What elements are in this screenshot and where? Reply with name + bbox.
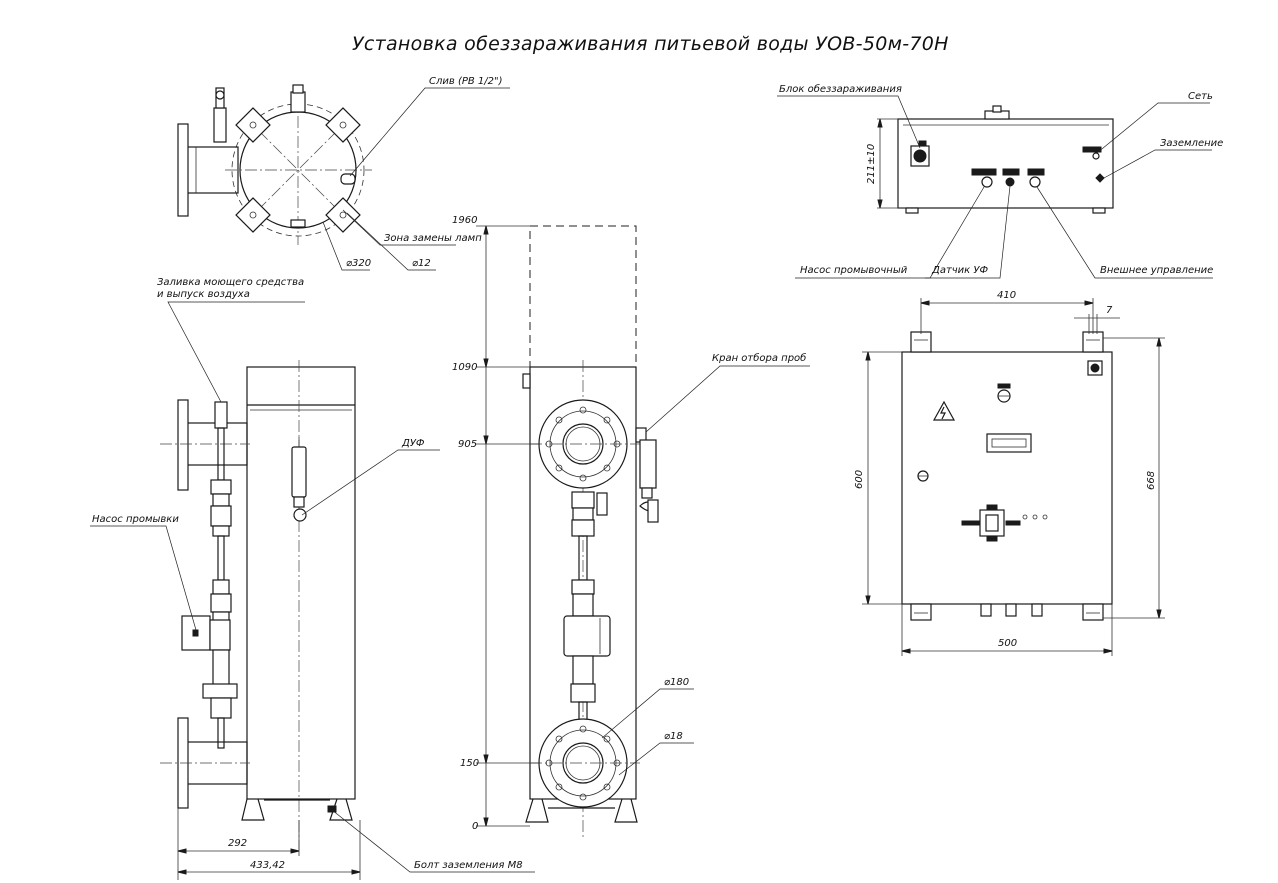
mains-label: Сеть [1188, 91, 1213, 102]
top-view [177, 84, 372, 245]
front-view-dimensions: 1960 1090 905 150 0 Кран отбора проб ⌀18… [452, 215, 810, 832]
grounding-label: Заземление [1160, 138, 1223, 149]
dim-box-height: 211±10 [866, 144, 877, 184]
uv-sensor-conn-label: Датчик УФ [931, 265, 988, 276]
side-view-callouts: Заливка моющего средства и выпуск воздух… [90, 277, 535, 880]
disinfection-block-label: Блок обеззараживания [779, 83, 902, 95]
dim-0: 0 [472, 821, 478, 832]
sampling-valve-label: Кран отбора проб [712, 352, 806, 364]
detergent-fill-label-2: и выпуск воздуха [157, 289, 250, 300]
drain-label: Слив (РВ 1/2") [429, 76, 503, 87]
dia-12-label: ⌀12 [412, 258, 431, 269]
side-view [160, 360, 356, 850]
dia-320-label: ⌀320 [346, 258, 371, 269]
dim-150: 150 [460, 758, 479, 769]
dim-7: 7 [1106, 305, 1113, 316]
uv-sensor-label: ДУФ [401, 438, 425, 449]
dia-180-label: ⌀180 [664, 677, 689, 688]
drawing-title: Установка обеззараживания питьевой воды … [352, 33, 949, 55]
control-box-front: 211±10 Блок обеззараживания Сеть Заземле… [777, 83, 1223, 279]
control-box-top: 410 7 600 668 500 [854, 290, 1165, 656]
dim-1960: 1960 [452, 215, 477, 226]
detergent-fill-label-1: Заливка моющего средства [157, 277, 304, 288]
dim-500: 500 [998, 638, 1017, 649]
dim-292: 292 [228, 838, 247, 849]
dim-410: 410 [997, 290, 1016, 301]
lamp-zone-label: Зона замены ламп [384, 233, 482, 244]
front-view [522, 225, 659, 840]
flush-pump-conn-label: Насос промывочный [800, 265, 908, 276]
dim-433: 433,42 [250, 860, 285, 871]
dim-668: 668 [1146, 471, 1157, 490]
dim-600: 600 [854, 470, 865, 489]
top-view-callouts: Слив (РВ 1/2") Зона замены ламп ⌀320 ⌀12 [322, 76, 510, 271]
external-control-label: Внешнее управление [1100, 265, 1213, 276]
dim-905: 905 [458, 439, 477, 450]
dia-18-label: ⌀18 [664, 731, 683, 742]
ground-bolt-label: Болт заземления М8 [414, 860, 523, 871]
flush-pump-label: Насос промывки [92, 514, 179, 525]
dim-1090: 1090 [452, 362, 477, 373]
